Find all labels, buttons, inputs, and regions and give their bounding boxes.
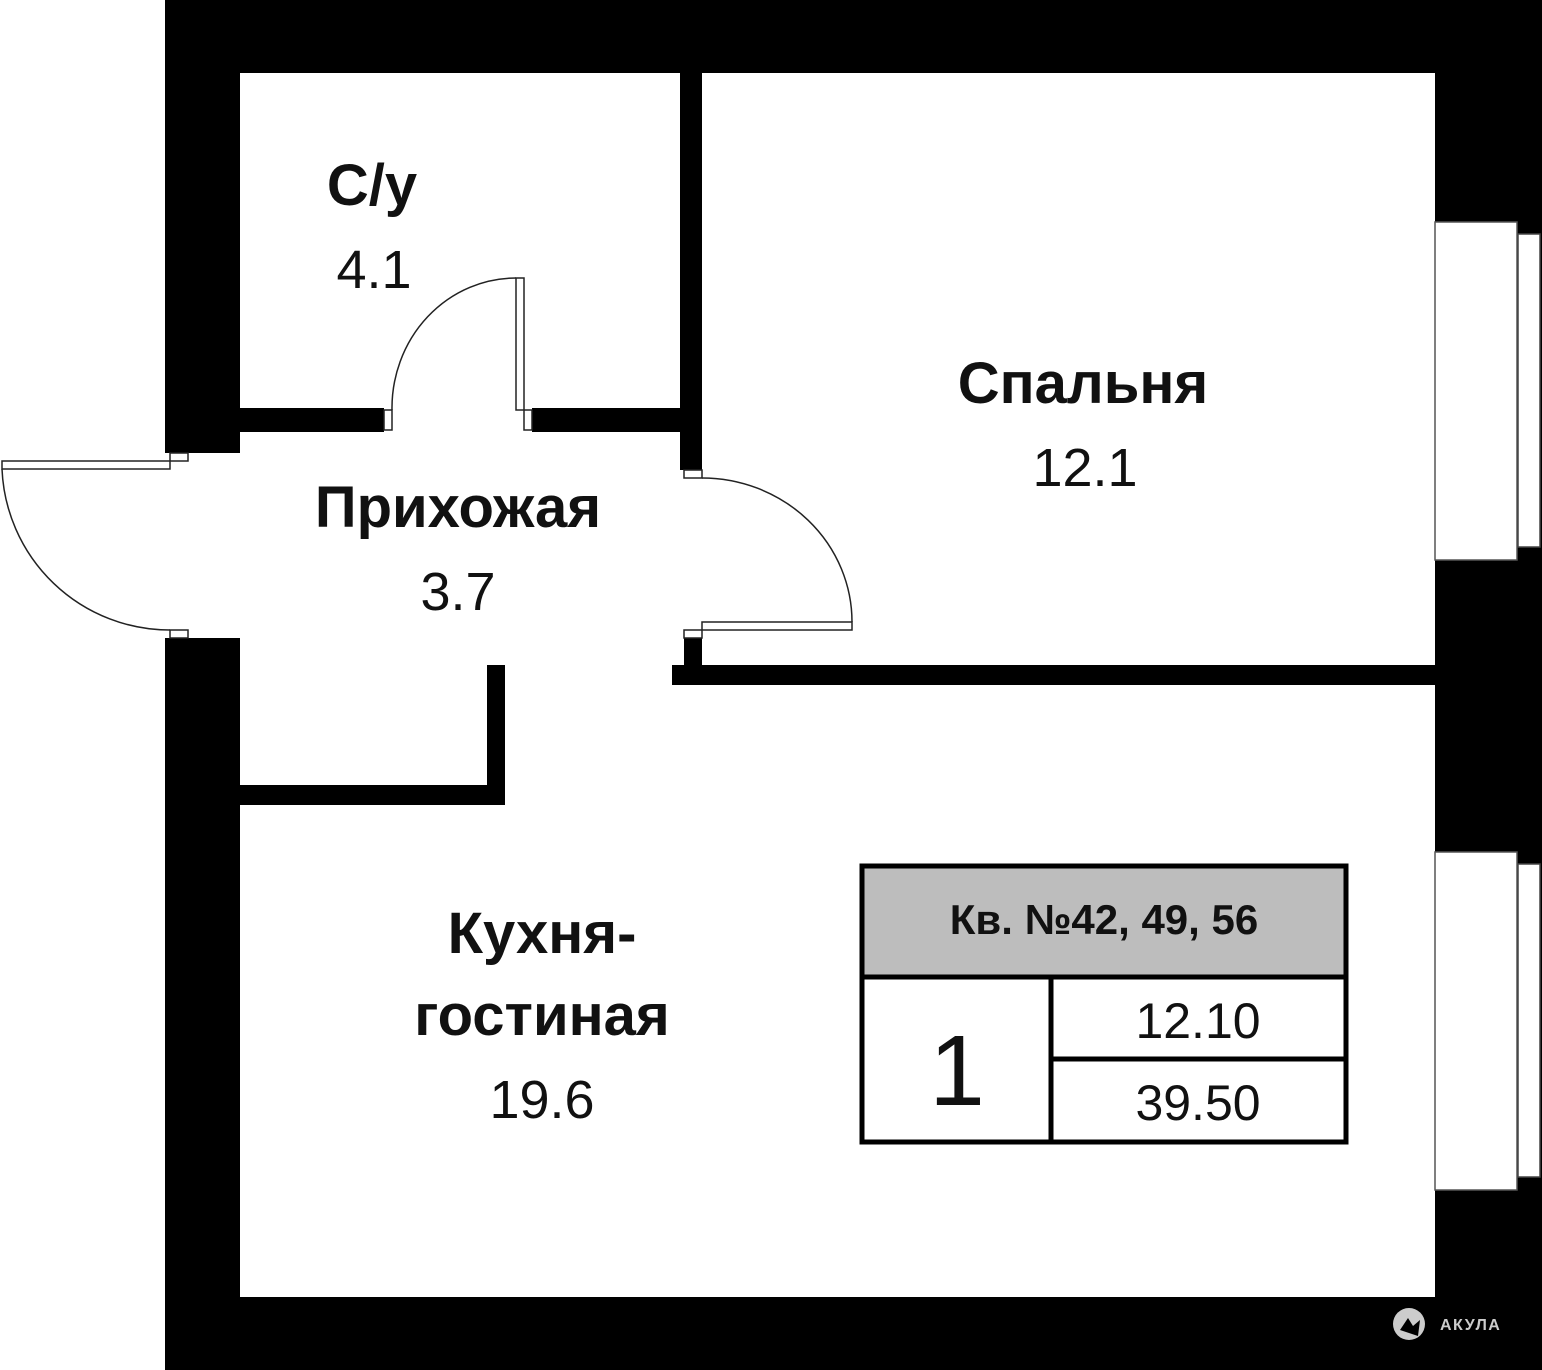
total-area: 39.50 [1135, 1075, 1260, 1131]
bathroom-name: С/у [327, 153, 417, 218]
bedroom-door [683, 469, 853, 639]
walls [165, 0, 1542, 1370]
kitchen-name-line1: Кухня- [448, 901, 637, 966]
hallway-name: Прихожая [315, 475, 601, 540]
rooms-count: 1 [929, 1015, 985, 1127]
bathroom-door [383, 277, 533, 431]
bedroom-area: 12.1 [1032, 438, 1137, 498]
window-top [1434, 221, 1541, 561]
living-area: 12.10 [1135, 993, 1260, 1049]
kitchen-name-line2: гостиная [414, 983, 670, 1048]
bathroom-area: 4.1 [336, 240, 411, 300]
info-table: Кв. №42, 49, 56 1 12.10 39.50 [859, 863, 1349, 1145]
apartment-numbers: Кв. №42, 49, 56 [950, 896, 1258, 943]
hallway-area: 3.7 [420, 562, 495, 622]
window-bottom [1434, 851, 1541, 1191]
kitchen-area: 19.6 [489, 1070, 594, 1130]
logo-text: АКУЛА [1440, 1317, 1501, 1334]
akula-logo: АКУЛА [1393, 1308, 1501, 1340]
bedroom-name: Спальня [958, 351, 1209, 416]
entrance-door [1, 452, 189, 639]
